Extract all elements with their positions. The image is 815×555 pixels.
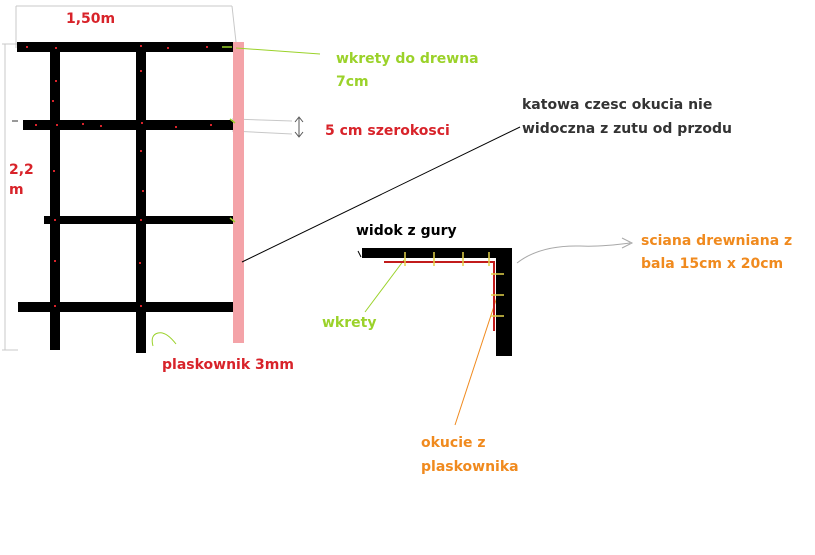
top-view-wall-horizontal [362,248,512,258]
wall-leader [516,242,631,264]
vertical-bar-middle [136,44,146,353]
screws-label-line1: wkrety do drewna [336,51,479,67]
fitting-leader [454,293,499,426]
grate-front-view [17,42,236,353]
screws-leader [235,47,321,55]
vertical-bar-left [50,44,60,350]
wall-label-line1: sciana drewniana z [641,233,792,249]
flat-bar-label: plaskownik 3mm [162,357,294,373]
dimension-guides [2,5,293,351]
width-label: 1,50m [66,11,115,27]
wooden-wall-strip [233,42,244,343]
angle-part-label-line2: widoczna z zutu od przodu [522,121,732,137]
height-label-line1: 2,2 [9,162,34,178]
top-dim-right-tick [231,5,237,43]
top-view-fitting [384,261,495,331]
leader-lines [151,47,634,426]
horizontal-bar-2 [23,120,234,130]
width-5cm-label: 5 cm szerokosci [325,123,450,139]
top-view-drawing [357,248,512,356]
screws-small-leader [364,259,405,313]
angle-part-leader [241,126,521,263]
fitting-label-line1: okucie z [421,435,486,451]
weld-dots [26,45,212,307]
width-5cm-arrow [294,116,304,138]
top-view-wall-vertical [496,248,512,356]
wall-label-line2: bala 15cm x 20cm [641,256,783,272]
wall-leader-arrowhead [621,237,634,249]
top-view-screws [404,252,504,317]
angle-part-label-line1: katowa czesc okucia nie [522,97,712,113]
height-label-line2: m [9,182,24,198]
screws-label-line2: 7cm [336,74,369,90]
screws-small-label: wkrety [322,315,376,331]
fitting-label-line2: plaskownika [421,459,519,475]
strip-screws [222,46,236,223]
horizontal-bar-4 [18,302,236,312]
horizontal-bar-1 [17,42,234,52]
flat-bar-leader [151,332,177,347]
top-view-label: widok z gury [356,223,457,239]
